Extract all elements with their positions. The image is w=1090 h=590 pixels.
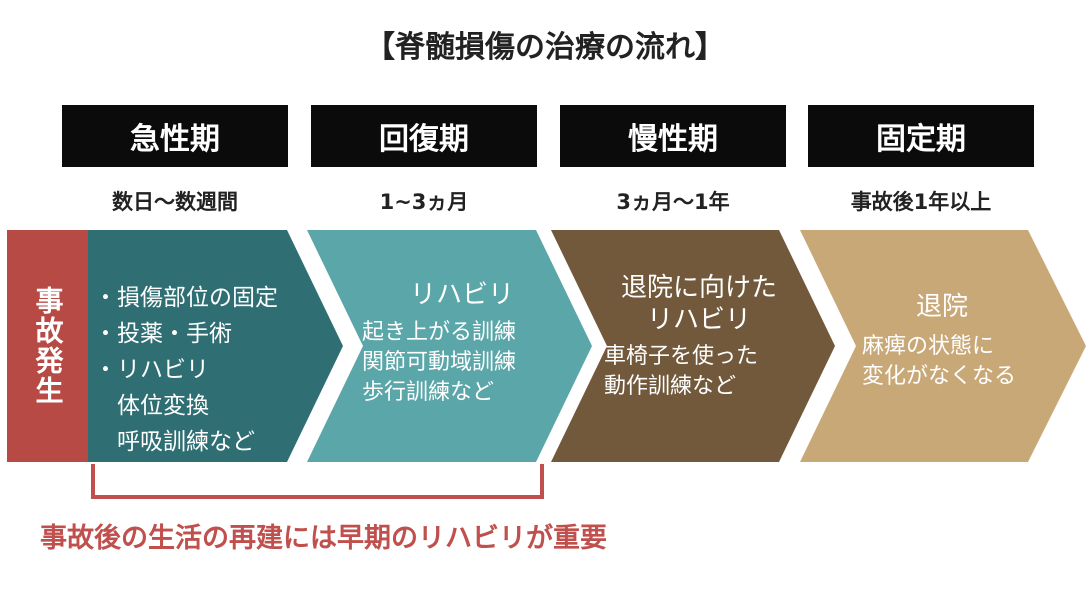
duration-acute: 数日〜数週間	[112, 190, 238, 214]
duration-recovery: 1~3ヵ月	[379, 190, 469, 214]
arrow-fixed	[800, 230, 1086, 462]
line: ・損傷部位の固定	[94, 285, 278, 311]
step-heading: リハビリ	[646, 305, 751, 335]
line: 体位変換	[94, 393, 209, 419]
phase-recovery: 回復期	[311, 105, 537, 167]
line: 呼吸訓練など	[94, 429, 255, 455]
line: 変化がなくなる	[862, 364, 1017, 389]
early-rehab-note: 事故後の生活の再建には早期のリハビリが重要	[40, 523, 607, 554]
line: 車椅子を使った	[604, 344, 759, 369]
step-acute-text: ・損傷部位の固定 ・投薬・手術 ・リハビリ 体位変換 呼吸訓練など	[94, 280, 278, 460]
line: ・リハビリ	[94, 357, 209, 383]
accident-label: 事故発生	[31, 286, 65, 406]
accident-box	[7, 230, 88, 462]
phase-chronic: 慢性期	[560, 105, 786, 167]
step-fixed-text: 退院 麻痺の状態に 変化がなくなる	[862, 292, 1062, 392]
line: ・投薬・手術	[94, 321, 232, 347]
step-heading: リハビリ	[409, 280, 514, 310]
duration-chronic: 3ヵ月〜1年	[616, 190, 730, 214]
diagram-title: 【脊髄損傷の治療の流れ】	[365, 30, 725, 65]
arrow-recovery	[307, 230, 592, 462]
phase-fixed: 固定期	[808, 105, 1034, 167]
line: 麻痺の状態に	[862, 334, 995, 359]
arrow-acute	[88, 230, 343, 462]
step-chronic-text: 退院に向けた リハビリ 車椅子を使った 動作訓練など	[604, 272, 794, 402]
line: 起き上がる訓練	[362, 320, 517, 345]
arrow-chronic	[551, 230, 835, 462]
duration-fixed: 事故後1年以上	[850, 190, 992, 214]
line: 関節可動域訓練	[362, 350, 517, 375]
line: 歩行訓練など	[362, 380, 495, 405]
line: 動作訓練など	[604, 374, 737, 399]
step-recovery-text: リハビリ 起き上がる訓練 関節可動域訓練 歩行訓練など	[362, 280, 562, 408]
step-heading: 退院に向けた	[620, 273, 777, 303]
phase-acute: 急性期	[62, 105, 288, 167]
early-rehab-bracket	[91, 464, 544, 499]
step-heading: 退院	[915, 292, 968, 322]
